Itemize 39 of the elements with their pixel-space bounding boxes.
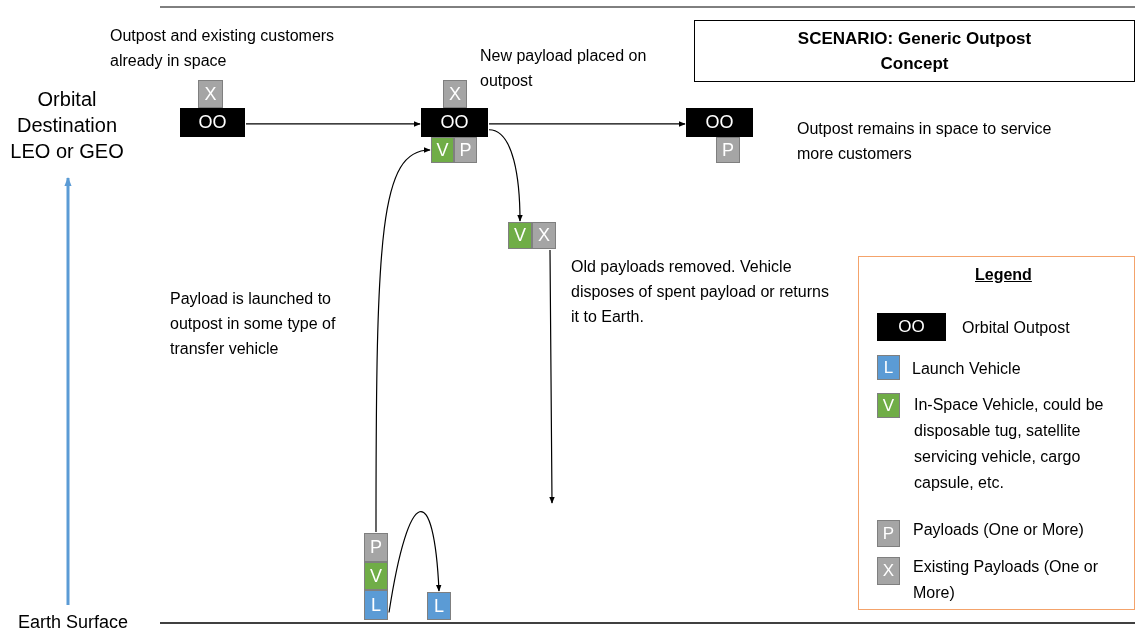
legend-text: Orbital Outpost xyxy=(962,318,1071,338)
axis-label: Earth Surface xyxy=(18,611,130,633)
existing-payload-block: X xyxy=(198,80,223,108)
orbital-outpost-block: OO xyxy=(421,108,488,137)
orbital-outpost-block: OO xyxy=(180,108,245,137)
legend-swatch: L xyxy=(877,355,900,380)
arrow xyxy=(549,249,555,504)
legend-text: In-Space Vehicle, could be disposable tug, satellite servicing vehicle, cargo capsule, etc. xyxy=(914,395,1105,493)
in-space-vehicle-block: V xyxy=(431,137,454,163)
existing-payload-block: X xyxy=(443,80,467,108)
existing-payload-block: X xyxy=(532,222,556,249)
payload-block: P xyxy=(364,533,388,562)
launch-vehicle-block: L xyxy=(427,592,451,620)
orbital-outpost-block: OO xyxy=(686,108,753,137)
arrow xyxy=(245,121,421,127)
legend-swatch: P xyxy=(877,520,900,547)
legend-text: Launch Vehicle xyxy=(912,359,1022,379)
legend-text: Existing Payloads (One or More) xyxy=(913,557,1099,603)
in-space-vehicle-block: V xyxy=(364,562,388,590)
annotation-text: New payload placed on outpost xyxy=(480,46,648,91)
legend-swatch: X xyxy=(877,557,900,585)
legend-swatch: V xyxy=(877,393,900,418)
axis-label: Orbital Destination LEO or GEO xyxy=(9,87,125,164)
legend-swatch: OO xyxy=(877,313,946,341)
scenario-box: SCENARIO: Generic Outpost Concept xyxy=(694,20,1135,82)
arrow xyxy=(388,511,442,614)
payload-block: P xyxy=(454,137,477,163)
payload-block: P xyxy=(716,137,740,163)
annotation-text: Outpost remains in space to service more customers xyxy=(797,119,1053,164)
legend-text: Payloads (One or More) xyxy=(913,520,1085,540)
legend-title: Legend xyxy=(975,265,1032,285)
arrow xyxy=(488,121,686,127)
arrow xyxy=(488,129,523,222)
launch-vehicle-block: L xyxy=(364,590,388,620)
annotation-text: Old payloads removed. Vehicle disposes of spent payload or returns it to Earth. xyxy=(571,257,830,327)
annotation-text: Outpost and existing customers already in space xyxy=(110,26,336,71)
in-space-vehicle-block: V xyxy=(508,222,532,249)
arrow xyxy=(375,148,431,533)
annotation-text: Payload is launched to outpost in some type of transfer vehicle xyxy=(170,289,337,359)
